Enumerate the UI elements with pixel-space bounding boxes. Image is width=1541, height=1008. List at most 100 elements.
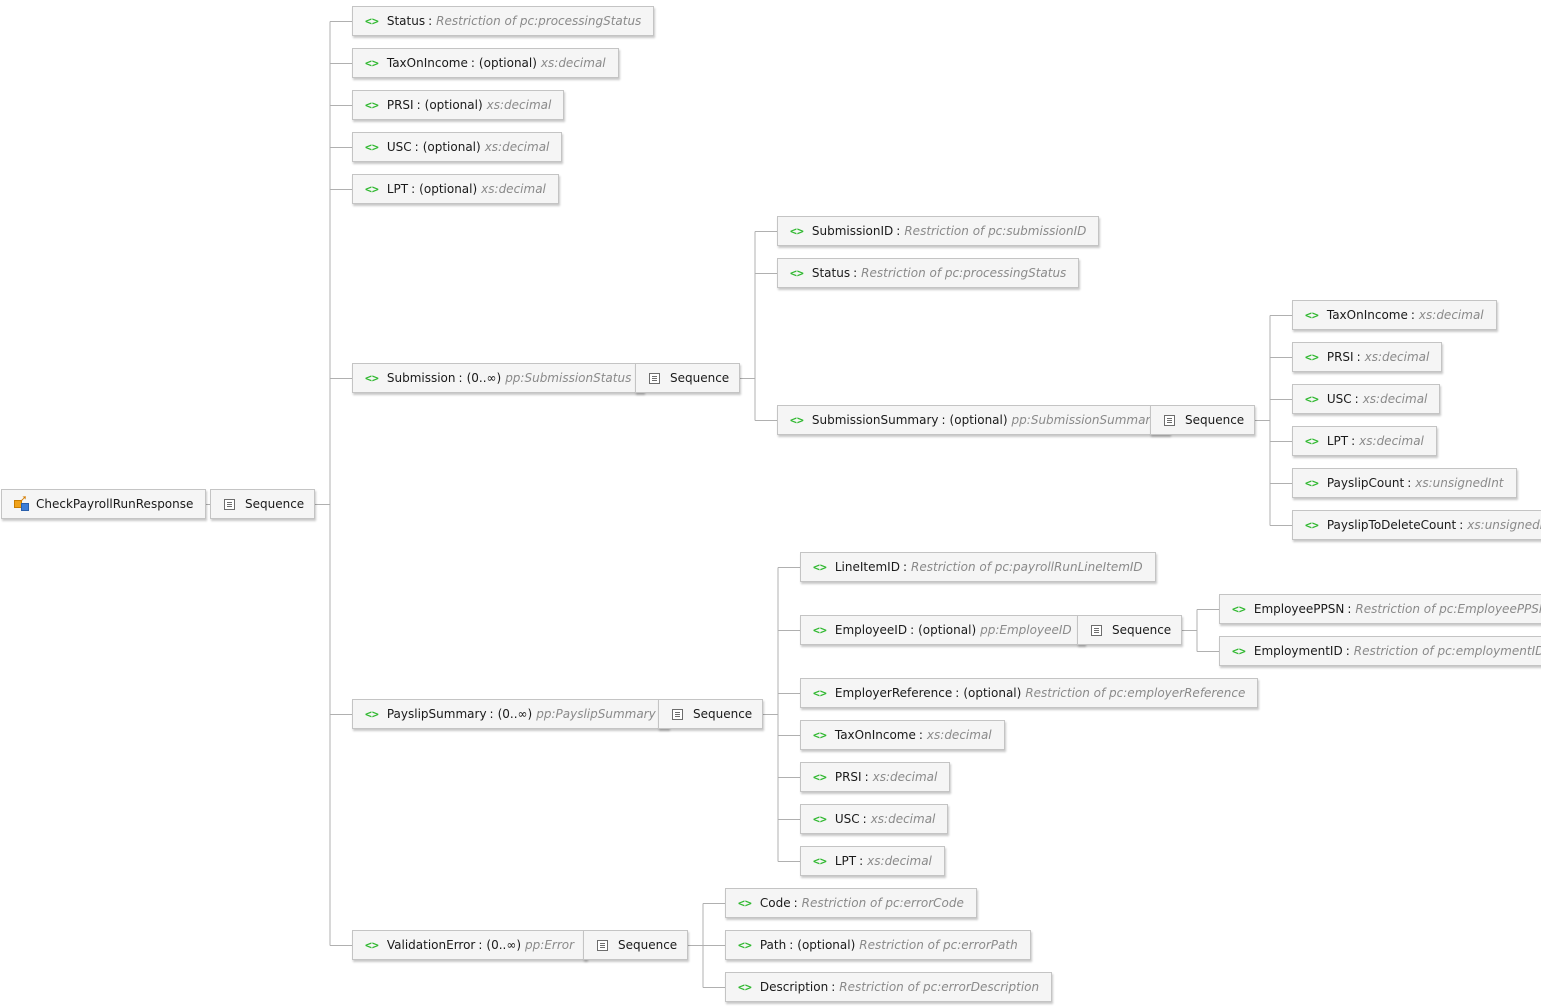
element-name: PRSI: [386, 98, 414, 112]
element-modifier: (optional): [419, 182, 478, 196]
element-name: USC: [1326, 392, 1352, 406]
element-modifier: (optional): [949, 413, 1008, 427]
element-name: TaxOnIncome: [1326, 308, 1408, 322]
element-icon: <>: [738, 938, 752, 952]
element-icon: <>: [738, 980, 752, 994]
element-name: TaxOnIncome: [834, 728, 916, 742]
element-name: SubmissionSummary: [811, 413, 939, 427]
element-icon: <>: [813, 812, 827, 826]
element-name: EmployerReference: [834, 686, 953, 700]
element-lpt[interactable]: <> LPT: (optional) xs:decimal: [352, 174, 559, 204]
element-type: xs:decimal: [872, 770, 938, 784]
element-modifier: (0..∞): [497, 707, 533, 721]
element-summary-usc[interactable]: <> USC: xs:decimal: [1292, 384, 1441, 414]
element-line-item-id[interactable]: <> LineItemID: Restriction of pc:payroll…: [800, 552, 1156, 582]
element-employment-id[interactable]: <> EmploymentID: Restriction of pc:emplo…: [1219, 636, 1541, 666]
element-icon: <>: [790, 413, 804, 427]
element-name: LPT: [1326, 434, 1349, 448]
element-name: PayslipToDeleteCount: [1326, 518, 1457, 532]
sequence-label: Sequence: [693, 707, 753, 721]
element-payslip-lpt[interactable]: <> LPT: xs:decimal: [800, 846, 945, 876]
employee-id-sequence[interactable]: Sequence: [1077, 615, 1183, 645]
element-usc[interactable]: <> USC: (optional) xs:decimal: [352, 132, 563, 162]
submission-sequence[interactable]: Sequence: [635, 363, 741, 393]
submission-summary-sequence[interactable]: Sequence: [1150, 405, 1256, 435]
element-icon: <>: [365, 371, 379, 385]
element-payslip-to-delete-count[interactable]: <> PayslipToDeleteCount: xs:unsignedInt: [1292, 510, 1541, 540]
element-tax-on-income[interactable]: <> TaxOnIncome: (optional) xs:decimal: [352, 48, 619, 78]
sequence-label: Sequence: [245, 497, 305, 511]
element-prsi[interactable]: <> PRSI: (optional) xs:decimal: [352, 90, 565, 120]
root-sequence[interactable]: Sequence: [210, 489, 316, 519]
element-error-path[interactable]: <> Path: (optional) Restriction of pc:er…: [725, 930, 1031, 960]
element-employee-ppsn[interactable]: <> EmployeePPSN: Restriction of pc:Emplo…: [1219, 594, 1541, 624]
element-icon: <>: [365, 56, 379, 70]
element-type: Restriction of pc:errorDescription: [839, 980, 1040, 994]
element-type: pp:EmployeeID: [980, 623, 1072, 637]
sequence-icon: [1091, 624, 1102, 636]
element-type: Restriction of pc:EmployeePPSN: [1355, 602, 1541, 616]
sequence-label: Sequence: [670, 371, 730, 385]
element-submission-id[interactable]: <> SubmissionID: Restriction of pc:submi…: [777, 216, 1100, 246]
element-name: EmploymentID: [1253, 644, 1343, 658]
element-type: xs:decimal: [867, 854, 932, 868]
element-type: xs:decimal: [1359, 434, 1424, 448]
element-type: xs:decimal: [481, 182, 546, 196]
element-submission-status[interactable]: <> Status: Restriction of pc:processingS…: [777, 258, 1080, 288]
element-modifier: (0..∞): [486, 938, 522, 952]
sequence-label: Sequence: [1185, 413, 1245, 427]
element-name: PayslipSummary: [386, 707, 487, 721]
sequence-icon: [224, 498, 235, 510]
element-type: Restriction of pc:errorCode: [801, 896, 964, 910]
element-employee-id[interactable]: <> EmployeeID: (optional) pp:EmployeeID: [800, 615, 1085, 645]
element-type: xs:decimal: [926, 728, 992, 742]
complex-type-icon: ➚: [14, 495, 30, 512]
payslip-summary-sequence[interactable]: Sequence: [658, 699, 764, 729]
element-icon: <>: [365, 938, 379, 952]
element-icon: <>: [790, 224, 804, 238]
element-icon: <>: [813, 854, 827, 868]
element-icon: <>: [738, 896, 752, 910]
element-validation-error[interactable]: <> ValidationError: (0..∞) pp:Error: [352, 930, 588, 960]
element-type: xs:decimal: [870, 812, 936, 826]
element-type: Restriction of pc:employmentID: [1353, 644, 1541, 658]
element-icon: <>: [790, 266, 804, 280]
element-payslip-summary[interactable]: <> PayslipSummary: (0..∞) pp:PayslipSumm…: [352, 699, 669, 729]
validation-error-sequence[interactable]: Sequence: [583, 930, 689, 960]
element-icon: <>: [365, 182, 379, 196]
element-name: PRSI: [1326, 350, 1354, 364]
element-error-description[interactable]: <> Description: Restriction of pc:errorD…: [725, 972, 1053, 1002]
element-name: EmployeeID: [834, 623, 908, 637]
element-icon: <>: [1232, 644, 1246, 658]
element-submission[interactable]: <> Submission: (0..∞) pp:SubmissionStatu…: [352, 363, 645, 393]
element-type: Restriction of pc:errorPath: [859, 938, 1018, 952]
element-name: LineItemID: [834, 560, 900, 574]
element-error-code[interactable]: <> Code: Restriction of pc:errorCode: [725, 888, 977, 918]
element-payslip-tax-on-income[interactable]: <> TaxOnIncome: xs:decimal: [800, 720, 1005, 750]
element-summary-lpt[interactable]: <> LPT: xs:decimal: [1292, 426, 1437, 456]
element-name: PRSI: [834, 770, 862, 784]
element-modifier: (optional): [918, 623, 977, 637]
element-type: pp:SubmissionStatus: [505, 371, 632, 385]
element-modifier: (optional): [963, 686, 1022, 700]
element-payslip-count[interactable]: <> PayslipCount: xs:unsignedInt: [1292, 468, 1517, 498]
element-submission-summary[interactable]: <> SubmissionSummary: (optional) pp:Subm…: [777, 405, 1171, 435]
element-name: SubmissionID: [811, 224, 894, 238]
element-type: Restriction of pc:submissionID: [904, 224, 1087, 238]
root-complex-type[interactable]: ➚ CheckPayrollRunResponse: [1, 489, 207, 519]
element-type: pp:Error: [525, 938, 575, 952]
element-payslip-prsi[interactable]: <> PRSI: xs:decimal: [800, 762, 951, 792]
element-type: Restriction of pc:processingStatus: [436, 14, 642, 28]
element-summary-tax-on-income[interactable]: <> TaxOnIncome: xs:decimal: [1292, 300, 1497, 330]
element-name: LPT: [386, 182, 409, 196]
element-name: TaxOnIncome: [386, 56, 468, 70]
element-payslip-usc[interactable]: <> USC: xs:decimal: [800, 804, 949, 834]
root-label: CheckPayrollRunResponse: [36, 497, 194, 511]
element-icon: <>: [813, 560, 827, 574]
element-employer-reference[interactable]: <> EmployerReference: (optional) Restric…: [800, 678, 1259, 708]
element-type: xs:decimal: [486, 98, 552, 112]
element-summary-prsi[interactable]: <> PRSI: xs:decimal: [1292, 342, 1443, 372]
element-type: xs:decimal: [1418, 308, 1484, 322]
element-status[interactable]: <> Status: Restriction of pc:processingS…: [352, 6, 655, 36]
